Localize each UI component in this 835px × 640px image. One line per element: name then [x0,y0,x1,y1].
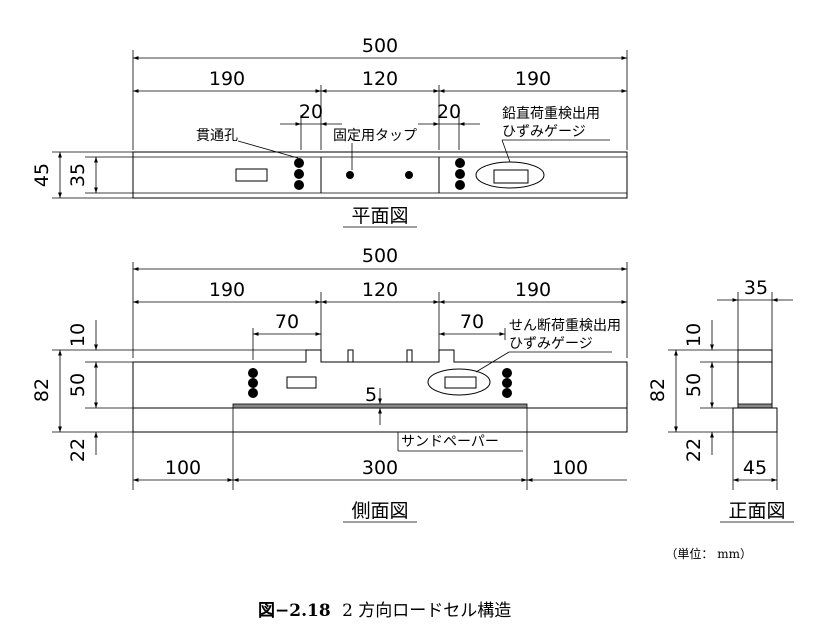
side-dim-left: 190 [209,279,245,301]
plan-gauge-right [493,169,529,184]
front-dim-top-width: 35 [744,277,768,299]
figure-title: 2 方向ロードセル構造 [342,601,511,621]
front-view-title: 正面図 [728,500,785,522]
front-top [737,349,773,363]
side-gauge-right [444,376,477,389]
side-dim-bot-left: 100 [165,457,201,479]
plan-through-holes-right [455,158,465,190]
side-view-title: 側面図 [351,500,408,522]
plan-dim-height-inner: 35 [67,163,89,187]
side-gauge-ellipse [427,368,491,396]
side-dim-right: 190 [515,279,551,301]
plan-body [132,151,628,199]
front-dim-bottom-width: 45 [743,457,767,479]
figure-caption: 図−2.18 2 方向ロードセル構造 [258,601,511,621]
side-dim-gap: 5 [365,384,377,406]
plan-gauge-left [235,168,268,182]
side-dim-h-top: 10 [67,323,89,347]
plan-through-holes-left [294,158,304,190]
front-body [737,361,773,409]
side-dim-h-body: 50 [67,373,89,397]
side-holes-right [502,368,512,398]
plan-label-fixing-tap: 固定用タップ [333,128,417,144]
plan-dim-tap-left: 20 [299,101,323,123]
side-label-gauge-line1: せん断荷重検出用 [509,318,621,334]
unit-note: （単位： mm） [665,546,752,561]
side-dim-h-total: 82 [31,378,53,402]
plan-view: 500 190 120 190 20 20 貫通孔 固定用タップ 鉛直荷重検出用… [31,35,628,228]
plan-dim-height-outer: 45 [31,163,53,187]
plan-dim-tap-right: 20 [437,101,461,123]
front-dim-h-bottom: 22 [683,438,705,462]
plan-gauge-ellipse [475,161,545,189]
side-dim-bot-middle: 300 [362,457,398,479]
side-label-sandpaper: サンドペーパー [401,434,499,450]
plan-label-gauge-line1: 鉛直荷重検出用 [502,105,600,122]
side-dim-h-bottom: 22 [67,438,89,462]
side-dim-middle: 120 [362,279,398,301]
side-dim-overall: 500 [362,245,398,267]
plan-label-through-hole: 貫通孔 [196,128,238,144]
side-dim-inner-left: 70 [275,311,299,333]
front-view: 35 10 50 82 22 45 正面図 [647,277,794,523]
side-label-gauge-line2: ひずみゲージ [509,336,593,352]
plan-view-title: 平面図 [351,205,408,227]
side-dim-bot-right: 100 [552,457,588,479]
plan-dim-right: 190 [515,68,551,90]
front-dim-h-body: 50 [683,373,705,397]
side-dim-inner-right: 70 [460,311,484,333]
side-gauge-left [286,376,317,389]
plan-label-gauge-line2: ひずみゲージ [502,124,586,140]
figure-number: 図−2.18 [258,601,331,621]
plan-tap-left [346,171,354,179]
plan-dim-overall: 500 [362,35,398,57]
front-base [732,407,778,433]
front-dim-h-total: 82 [647,378,669,402]
front-dim-h-top: 10 [683,323,705,347]
plan-dim-left: 190 [209,68,245,90]
side-sandpaper [232,403,528,409]
plan-tap-right [405,171,413,179]
plan-dim-middle: 120 [362,68,398,90]
side-holes-left [248,368,258,398]
side-view: 500 190 120 190 70 70 せん断荷重検出用 ひずみゲージ [31,245,628,523]
